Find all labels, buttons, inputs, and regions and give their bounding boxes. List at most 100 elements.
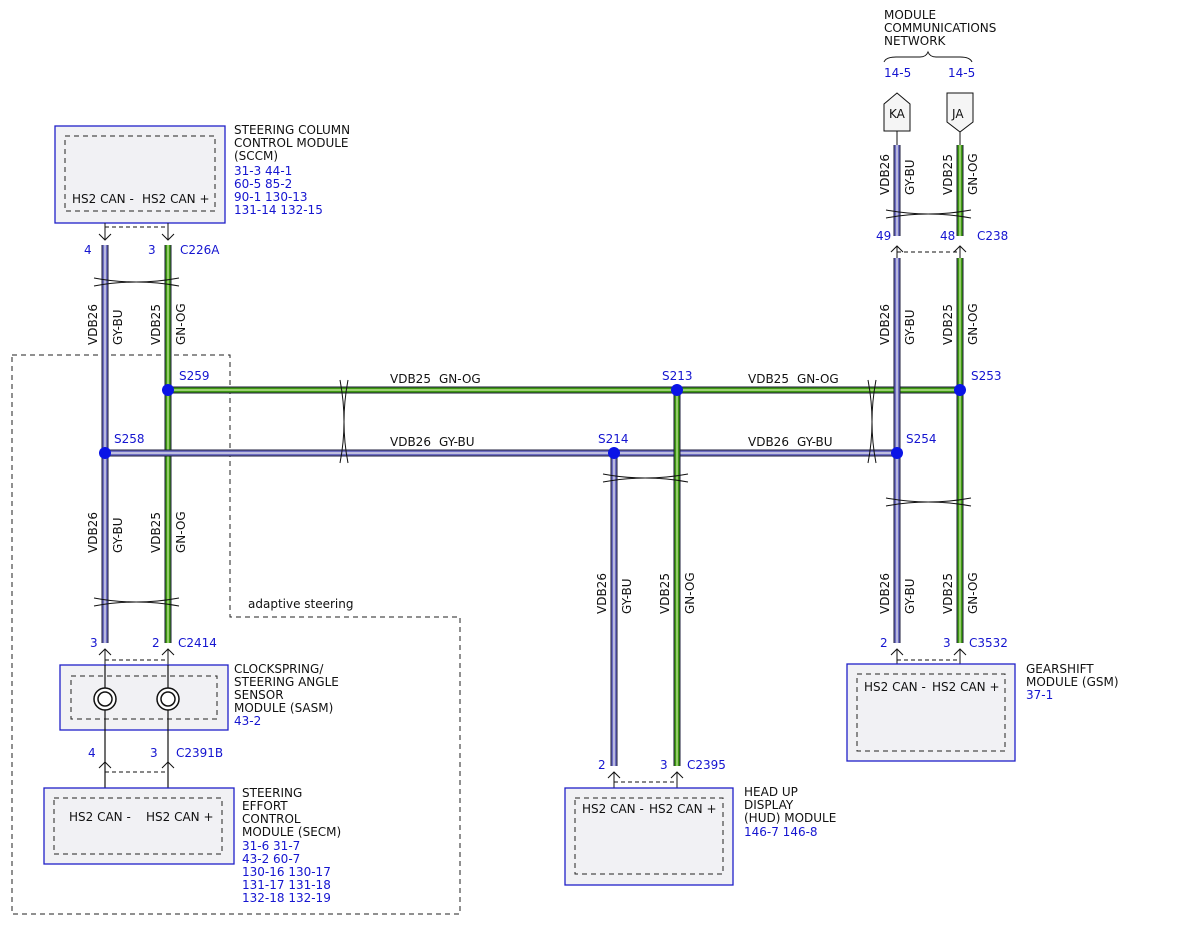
pin-number: 49 <box>876 229 891 243</box>
wire-color: GN-OG <box>683 572 697 614</box>
wire-color: GN-OG <box>439 372 481 386</box>
connector-c2414[interactable]: C2414 <box>178 636 217 650</box>
pin-number: 2 <box>152 636 160 650</box>
splice-label-s259: S259 <box>179 369 210 383</box>
wire-code: VDB25 <box>748 372 789 386</box>
module-sasm[interactable]: CLOCKSPRING/ STEERING ANGLE SENSOR MODUL… <box>59 662 339 788</box>
pin-number: 4 <box>88 746 96 760</box>
splice-s258[interactable] <box>99 447 111 459</box>
can-minus-label: HS2 CAN - <box>864 680 926 694</box>
module-ref-line[interactable]: 131-14 132-15 <box>234 203 323 217</box>
module-ref-line[interactable]: 146-7 146-8 <box>744 825 818 839</box>
module-sccm[interactable]: HS2 CAN - HS2 CAN + STEERING COLUMN CONT… <box>54 123 350 224</box>
wire-color: GY-BU <box>111 309 125 345</box>
can-minus-label: HS2 CAN - <box>72 192 134 206</box>
wire-color: GN-OG <box>797 372 839 386</box>
wire-color: GN-OG <box>966 303 980 345</box>
splice-label-s253: S253 <box>971 369 1002 383</box>
twist-markers <box>93 209 972 607</box>
network-ref-ja[interactable]: 14-5 <box>948 66 975 80</box>
module-ref-line[interactable]: 90-1 130-13 <box>234 190 308 204</box>
module-name-line: CLOCKSPRING/ <box>234 662 324 676</box>
module-name-line: MODULE (SECM) <box>242 825 341 839</box>
module-name-line: STEERING <box>242 786 302 800</box>
wire-code-labels: VDB26 GY-BU VDB25 GN-OG VDB26 GY-BU VDB2… <box>86 153 980 614</box>
splice-label-s213: S213 <box>662 369 693 383</box>
wire-code: VDB26 <box>748 435 789 449</box>
pin-number: 48 <box>940 229 955 243</box>
can-minus-label: HS2 CAN - <box>582 802 644 816</box>
splice-s214[interactable] <box>608 447 620 459</box>
network-title-line-3: NETWORK <box>884 34 947 48</box>
module-ref-line[interactable]: 131-17 131-18 <box>242 878 331 892</box>
connector-pins <box>98 226 967 788</box>
connector-c2395[interactable]: C2395 <box>687 758 726 772</box>
wire-code: VDB26 <box>86 512 100 553</box>
wire-code: VDB26 <box>878 154 892 195</box>
splice-s259[interactable] <box>162 384 174 396</box>
splice-s213[interactable] <box>671 384 683 396</box>
splices: S259 S258 S213 S214 S253 S254 <box>99 369 1002 459</box>
wire-code: VDB25 <box>658 573 672 614</box>
pin-number: 3 <box>660 758 668 772</box>
module-name-line: GEARSHIFT <box>1026 662 1094 676</box>
module-gsm[interactable]: HS2 CAN - HS2 CAN + GEARSHIFT MODULE (GS… <box>846 662 1119 762</box>
module-ref-line[interactable]: 31-6 31-7 <box>242 839 300 853</box>
wire-color: GY-BU <box>903 578 917 614</box>
module-name-line: CONTROL <box>242 812 301 826</box>
network-title-line-1: MODULE <box>884 8 936 22</box>
module-hud[interactable]: HS2 CAN - HS2 CAN + HEAD UP DISPLAY (HUD… <box>564 785 836 886</box>
module-ref-line[interactable]: 43-2 <box>234 714 261 728</box>
connector-c238[interactable]: C238 <box>977 229 1008 243</box>
connector-c226a[interactable]: C226A <box>180 243 220 257</box>
wire-color: GN-OG <box>174 511 188 553</box>
can-plus-label: HS2 CAN + <box>932 680 1000 694</box>
wire-color: GY-BU <box>797 435 833 449</box>
network-ref-ka[interactable]: 14-5 <box>884 66 911 80</box>
pin-number: 3 <box>150 746 158 760</box>
wires <box>101 145 964 766</box>
wire-color: GY-BU <box>620 578 634 614</box>
wire-color: GY-BU <box>903 309 917 345</box>
wire-code: VDB25 <box>149 304 163 345</box>
pin-number: 2 <box>598 758 606 772</box>
module-ref-line[interactable]: 132-18 132-19 <box>242 891 331 905</box>
pin-number: 3 <box>148 243 156 257</box>
wire-code: VDB26 <box>878 304 892 345</box>
module-name-line: (SCCM) <box>234 149 278 163</box>
module-name-line: STEERING COLUMN <box>234 123 350 137</box>
wire-code: VDB25 <box>941 573 955 614</box>
module-name-line: CONTROL MODULE <box>234 136 349 150</box>
connector-ka: KA <box>883 92 911 145</box>
wire-code: VDB26 <box>86 304 100 345</box>
pin-number: 3 <box>90 636 98 650</box>
wire-code: VDB25 <box>941 304 955 345</box>
connector-ka-label: KA <box>889 107 906 121</box>
module-ref-line[interactable]: 130-16 130-17 <box>242 865 331 879</box>
wire-color: GN-OG <box>966 572 980 614</box>
can-plus-label: HS2 CAN + <box>649 802 717 816</box>
connector-c2391b[interactable]: C2391B <box>176 746 223 760</box>
module-name-line: MODULE (SASM) <box>234 701 333 715</box>
module-ref-line[interactable]: 60-5 85-2 <box>234 177 292 191</box>
module-name-line: SENSOR <box>234 688 284 702</box>
module-ref-line[interactable]: 43-2 60-7 <box>242 852 300 866</box>
pin-number: 3 <box>943 636 951 650</box>
module-name-line: EFFORT <box>242 799 288 813</box>
splice-label-s254: S254 <box>906 432 937 446</box>
splice-label-s214: S214 <box>598 432 629 446</box>
wire-color: GY-BU <box>111 517 125 553</box>
module-secm[interactable]: HS2 CAN - HS2 CAN + STEERING EFFORT CONT… <box>43 786 341 905</box>
module-ref-line[interactable]: 37-1 <box>1026 688 1053 702</box>
wire-code: VDB25 <box>390 372 431 386</box>
clockspring-contact-icon <box>156 687 180 711</box>
connector-c3532[interactable]: C3532 <box>969 636 1008 650</box>
module-name-line: STEERING ANGLE <box>234 675 339 689</box>
network-title-line-2: COMMUNICATIONS <box>884 21 996 35</box>
wire-color: GY-BU <box>903 159 917 195</box>
module-ref-line[interactable]: 31-3 44-1 <box>234 164 292 178</box>
wire-color: GN-OG <box>966 153 980 195</box>
splice-s253[interactable] <box>954 384 966 396</box>
splice-s254[interactable] <box>891 447 903 459</box>
